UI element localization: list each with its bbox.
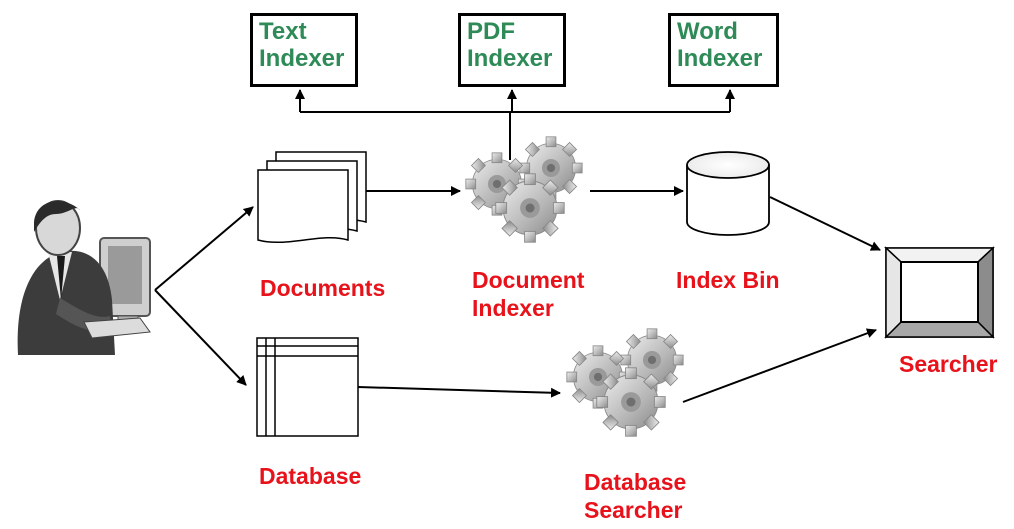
word-indexer-box: Word Indexer	[668, 13, 779, 87]
database-searcher-label-line1: Database	[584, 469, 687, 495]
document-indexer-label-line1: Document	[472, 267, 585, 293]
arrow-index-bin-to-searcher	[769, 196, 881, 251]
pdf-indexer-box: PDF Indexer	[458, 13, 566, 87]
cylinder-icon	[686, 151, 770, 236]
text-indexer-label-line2: Indexer	[259, 45, 345, 72]
gears-icon	[566, 328, 684, 437]
word-indexer-label-line1: Word	[677, 18, 738, 45]
indexer-connectors	[295, 89, 735, 160]
text-indexer-box: Text Indexer	[250, 13, 358, 87]
document-indexer-label-line2: Indexer	[472, 295, 554, 321]
searcher-label: Searcher	[899, 351, 998, 377]
arrow-database-to-searcher	[357, 386, 561, 398]
arrow-db-searcher-to-searcher	[682, 328, 877, 403]
database-table-icon	[256, 337, 359, 437]
document-indexer-label: Document Indexer	[472, 266, 584, 322]
arrow-user-to-database	[154, 289, 247, 386]
monitor-screen-icon	[884, 246, 995, 339]
document-stack-icon	[257, 151, 367, 244]
word-indexer-label-line2: Indexer	[677, 45, 763, 72]
arrow-user-to-documents	[154, 206, 254, 291]
user-at-computer-icon	[17, 200, 151, 355]
gears-icon	[465, 136, 583, 243]
pdf-indexer-label-line1: PDF	[467, 18, 515, 45]
database-label: Database	[259, 463, 362, 489]
database-searcher-label-line2: Searcher	[584, 497, 683, 523]
database-searcher-label: Database Searcher	[584, 468, 686, 524]
text-indexer-label-line1: Text	[259, 18, 307, 45]
pdf-indexer-label-line2: Indexer	[467, 45, 553, 72]
documents-label: Documents	[260, 275, 386, 301]
index-bin-label: Index Bin	[676, 267, 780, 293]
